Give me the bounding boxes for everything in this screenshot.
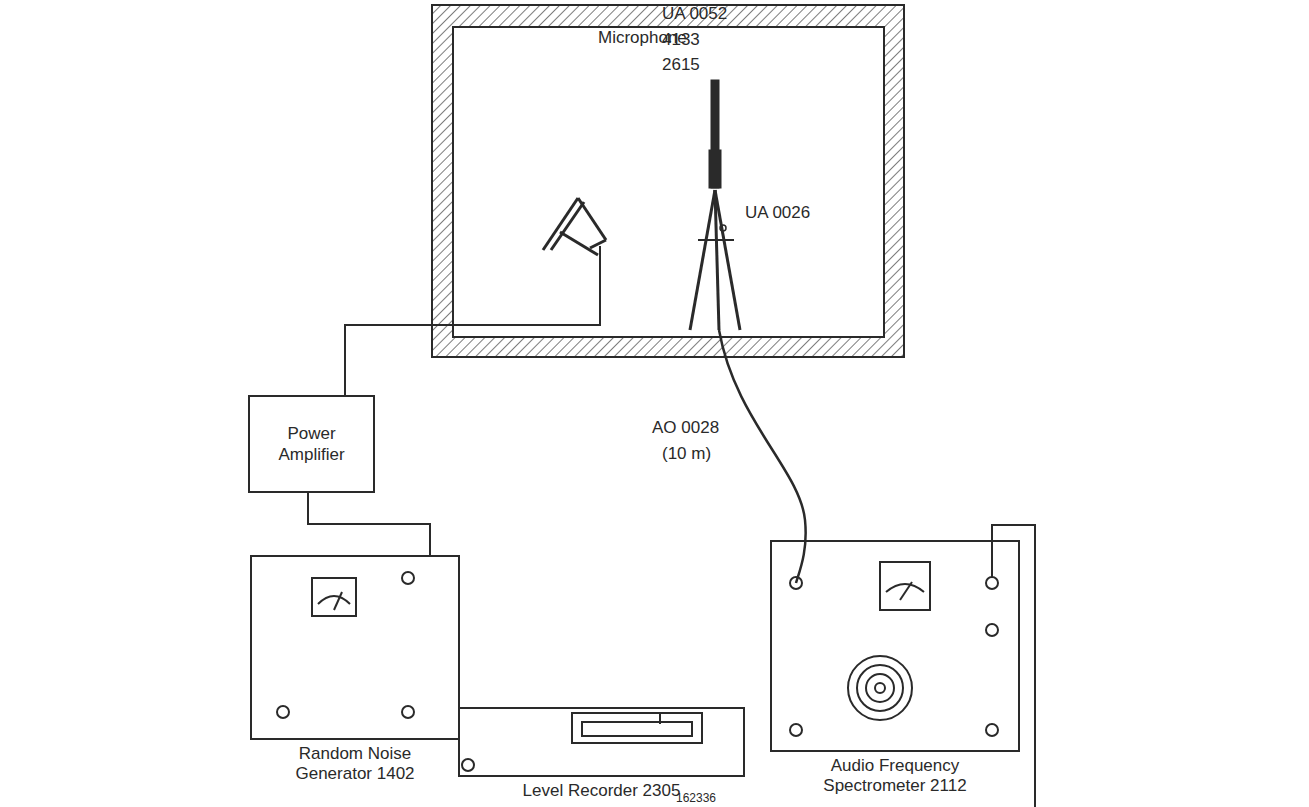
room-wall [432, 5, 904, 357]
instrument-box: Audio Frequency Spectrometer 2112 [770, 540, 1020, 752]
room-interior [453, 27, 884, 337]
part-number: UA 0026 [745, 203, 810, 223]
loudspeaker [543, 198, 606, 255]
output-wire [992, 525, 1035, 807]
instrument-box: Power Amplifier [248, 395, 375, 493]
figure-number: 162336 [676, 788, 716, 807]
recorder-panel [462, 712, 702, 771]
microphone-cable [719, 330, 806, 583]
instrument-box: Level Recorder 2305 [458, 707, 745, 777]
instrument-name: Random Noise Generator 1402 [280, 744, 430, 784]
part-number: UA 0052 [662, 4, 727, 24]
spectrometer-panel [790, 562, 998, 736]
speaker-wire [345, 246, 600, 395]
box-label: Power Amplifier [256, 423, 367, 465]
generator-panel [277, 572, 414, 718]
signal-wire [308, 493, 430, 555]
microphone-tripod [690, 80, 740, 330]
part-number: 2615 [662, 55, 700, 75]
part-number: 4133 [662, 30, 700, 50]
cable-number: AO 0028 [652, 418, 719, 438]
instrument-name: Audio Frequency Spectrometer 2112 [810, 756, 980, 796]
instrument-box: Random Noise Generator 1402 [250, 555, 460, 740]
cable-length: (10 m) [662, 444, 711, 464]
